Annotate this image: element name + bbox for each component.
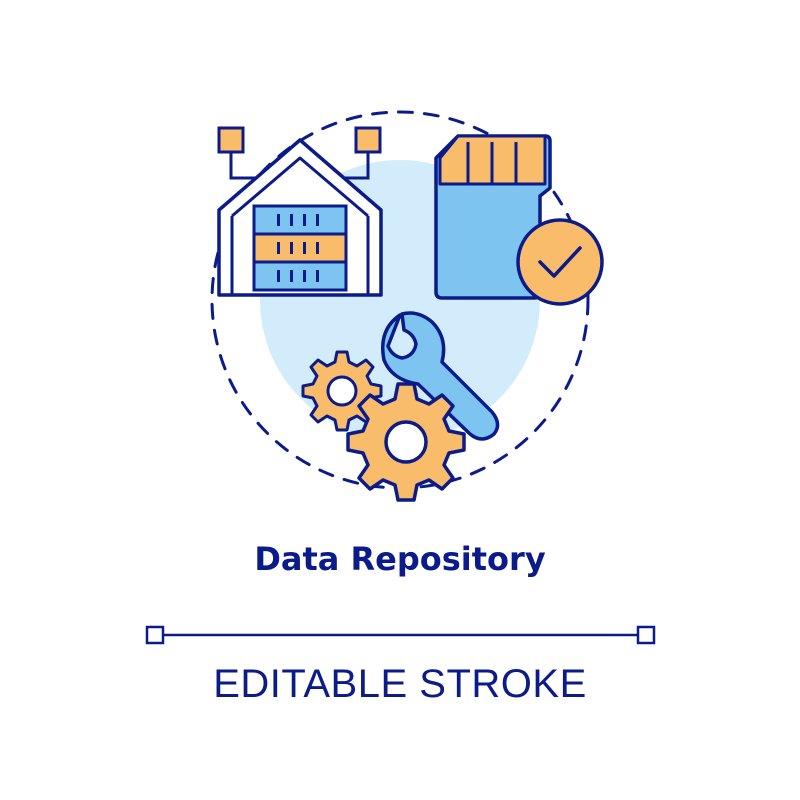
gear-large-icon	[346, 382, 466, 502]
warehouse-server-icon	[217, 126, 383, 297]
concept-title: Data Repository	[254, 540, 546, 578]
data-repository-illustration	[210, 110, 604, 502]
editable-stroke-caption: EDITABLE STROKE	[213, 662, 587, 706]
stroke-handle-right	[636, 625, 656, 645]
stroke-handle-left	[145, 625, 165, 645]
editable-stroke-line	[145, 625, 656, 645]
wrench-icon	[381, 311, 500, 441]
checkmark-badge-icon	[516, 218, 604, 306]
